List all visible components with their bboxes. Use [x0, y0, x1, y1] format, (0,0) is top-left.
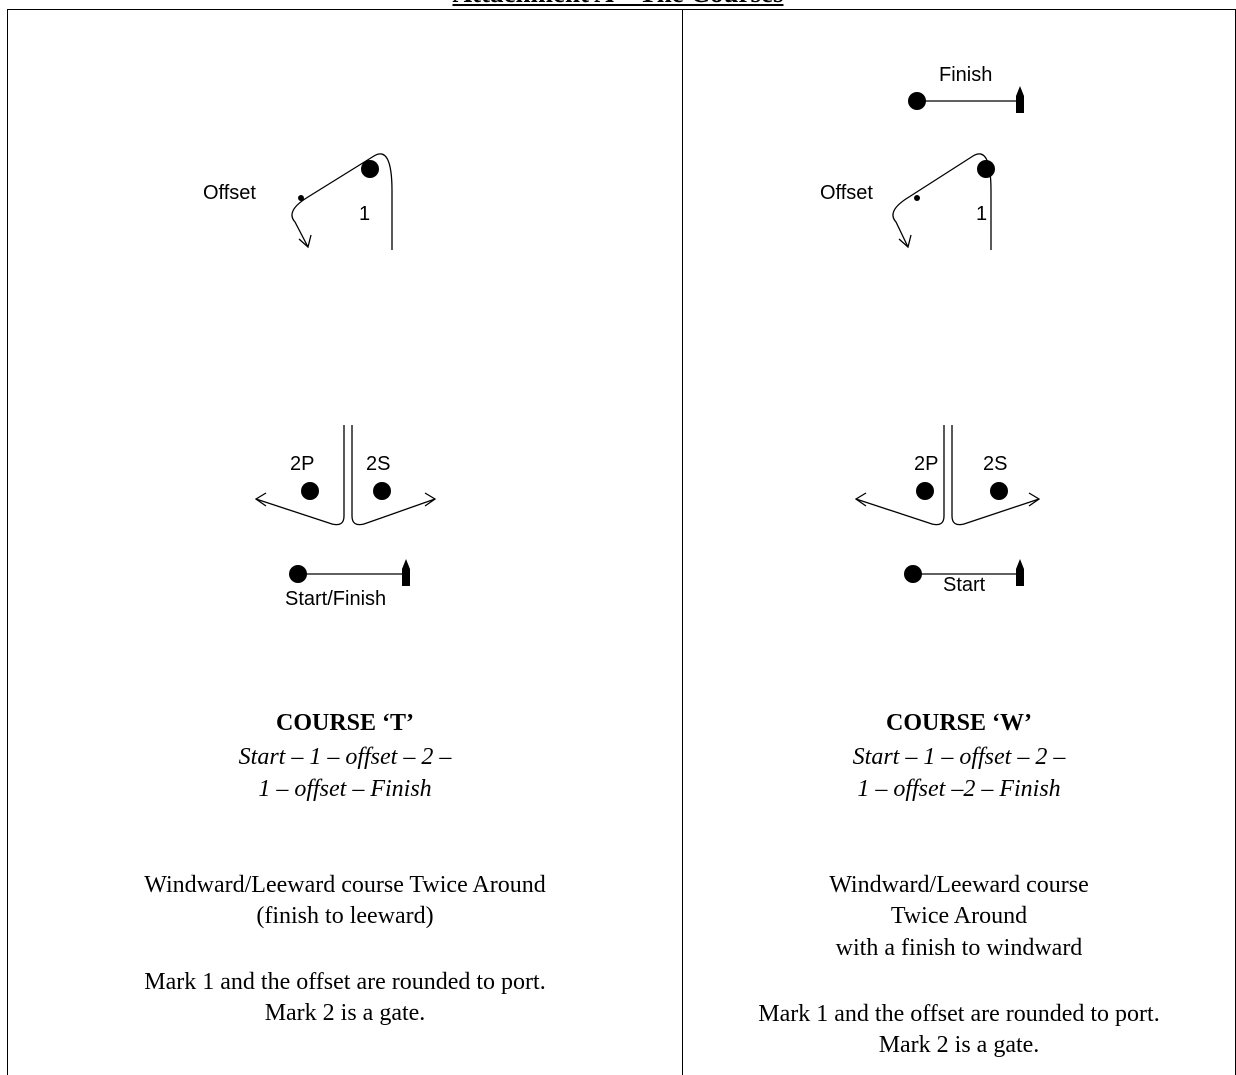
page-title: Attachment A – The Courses	[0, 0, 1236, 8]
course-w-finish-boat	[1016, 86, 1024, 113]
course-w-gate-port-arrowhead	[854, 492, 867, 507]
course-t-gate-port-mark	[301, 482, 319, 500]
course-t-gate-starboard-label: 2S	[366, 453, 390, 475]
course-t-rounding-line-2: Mark 2 is a gate.	[264, 1000, 426, 1026]
course-t-gate-starboard-path	[351, 425, 436, 526]
course-w-title: COURSE ‘W’	[885, 710, 1032, 736]
course-w-diagram: Finish Offset 1 2P 2S Start	[820, 64, 1041, 596]
course-w-windward-path	[892, 153, 992, 250]
course-w-gate-starboard-mark	[990, 482, 1008, 500]
course-t-offset-label: Offset	[203, 182, 256, 204]
course-t-description-line-1: Windward/Leeward course Twice Around	[144, 872, 546, 898]
course-w-sequence-line-2: 1 – offset –2 – Finish	[857, 776, 1061, 802]
course-t-offset-mark	[298, 195, 304, 201]
course-t-title: COURSE ‘T’	[275, 710, 414, 736]
course-w-mark1-label: 1	[976, 203, 987, 225]
course-t-description-line-2: (finish to leeward)	[256, 903, 434, 929]
table-border-left	[7, 9, 8, 1075]
course-w-description-line-1: Windward/Leeward course	[829, 872, 1089, 898]
course-w-offset-mark	[914, 195, 920, 201]
course-t-gate-starboard-mark	[373, 482, 391, 500]
course-w-rounding-line-1: Mark 1 and the offset are rounded to por…	[758, 1001, 1160, 1027]
course-t-gate-port-path	[255, 425, 345, 526]
course-w-gate-starboard-label: 2S	[983, 453, 1007, 475]
course-t-sequence-line-1: Start – 1 – offset – 2 –	[238, 744, 452, 770]
course-t-start-line-label: Start/Finish	[285, 588, 386, 610]
course-t-rounding-line-1: Mark 1 and the offset are rounded to por…	[144, 969, 546, 995]
course-w-description-line-3: with a finish to windward	[835, 935, 1083, 961]
course-t-gate-starboard-arrowhead	[424, 492, 437, 507]
course-w-gate-starboard-path	[951, 425, 1040, 526]
course-w-gate-port-mark	[916, 482, 934, 500]
course-t-windward-path	[291, 153, 393, 250]
course-t-committee-boat	[402, 559, 410, 586]
course-t-windward-arrowhead	[298, 234, 312, 249]
course-t-gate-port-label: 2P	[290, 453, 314, 475]
course-w-gate-port-path	[855, 425, 945, 526]
table-divider	[682, 9, 683, 1075]
course-w-windward-arrowhead	[898, 234, 912, 249]
table-border-top	[7, 9, 1236, 10]
course-w-mark1	[977, 160, 995, 178]
course-w-sequence-line-1: Start – 1 – offset – 2 –	[852, 744, 1066, 770]
course-w-gate-starboard-arrowhead	[1028, 492, 1041, 507]
course-t-cell: Offset 1 2P 2S Start/Finish COURSE ‘T’ S…	[8, 9, 682, 1075]
course-w-start-boat	[1016, 559, 1024, 586]
course-w-cell: Finish Offset 1 2P 2S Start COURSE ‘W’ S…	[683, 9, 1235, 1075]
course-w-start-line-label: Start	[943, 574, 986, 596]
course-w-description-line-2: Twice Around	[890, 903, 1028, 929]
course-w-finish-line-label: Finish	[939, 64, 992, 86]
course-w-gate-port-label: 2P	[914, 453, 938, 475]
course-t-diagram: Offset 1 2P 2S Start/Finish	[203, 153, 437, 610]
course-t-sequence-line-2: 1 – offset – Finish	[258, 776, 432, 802]
course-w-rounding-line-2: Mark 2 is a gate.	[878, 1032, 1040, 1058]
course-w-offset-label: Offset	[820, 182, 873, 204]
course-t-mark1	[361, 160, 379, 178]
course-t-mark1-label: 1	[359, 203, 370, 225]
course-t-gate-port-arrowhead	[254, 492, 267, 507]
